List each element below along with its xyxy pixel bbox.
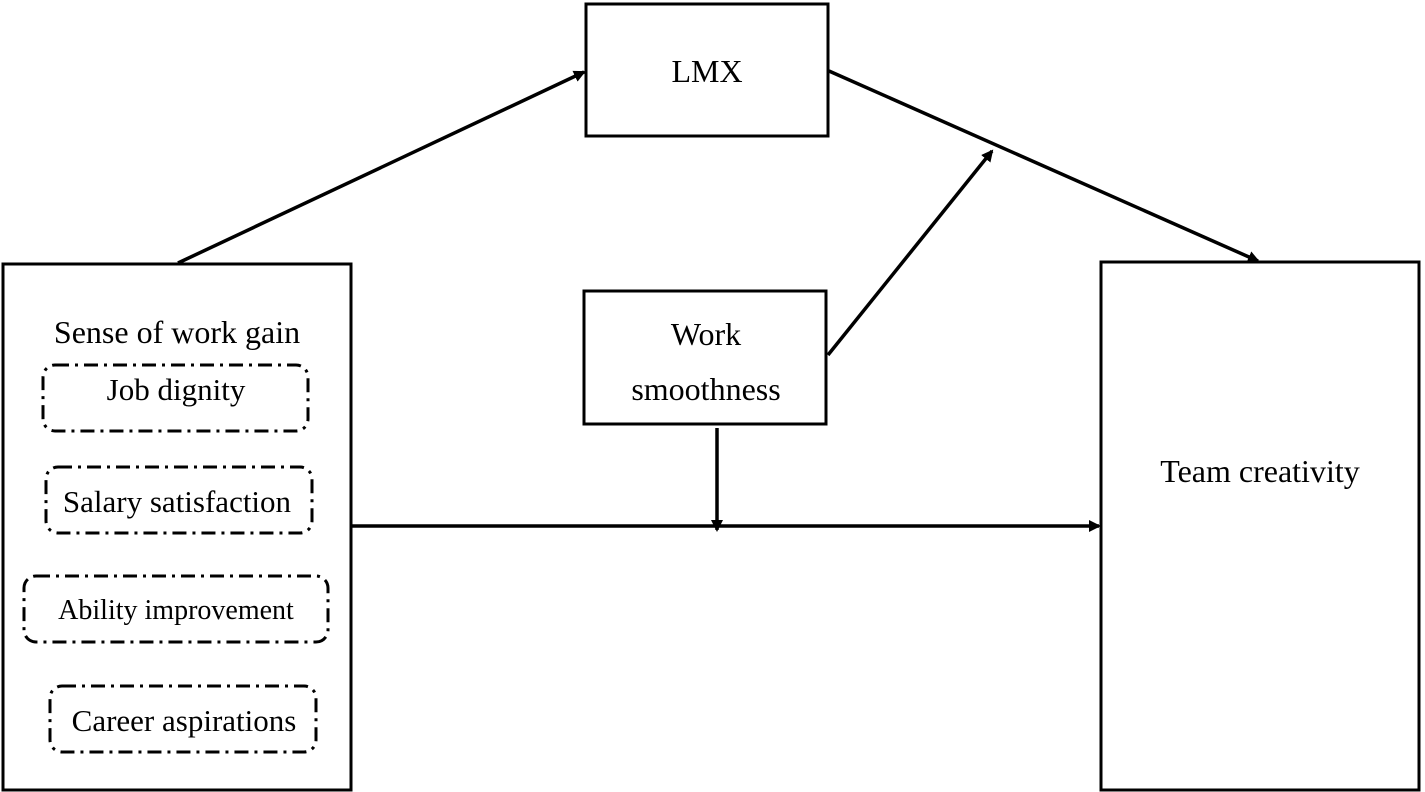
lmx-label: LMX <box>671 53 742 89</box>
dimension-label: Career aspirations <box>72 703 297 738</box>
dimension-ability-improvement: Ability improvement <box>22 574 330 644</box>
dimension-label: Salary satisfaction <box>63 484 292 519</box>
lmx-node: LMX <box>584 2 830 138</box>
dimension-box <box>41 363 310 433</box>
team-creativity-label: Team creativity <box>1160 453 1359 489</box>
sense-of-work-gain-node: Sense of work gain Job dignity Salary sa… <box>1 262 353 792</box>
dimension-job-dignity: Job dignity <box>41 363 310 433</box>
sense-of-work-gain-label: Sense of work gain <box>54 314 300 350</box>
team-creativity-box <box>1099 260 1421 792</box>
dimension-career-aspirations: Career aspirations <box>48 684 318 754</box>
dimension-box <box>44 465 314 535</box>
work-smoothness-label-line1: Work <box>671 316 741 352</box>
work-smoothness-box <box>582 289 828 426</box>
arrow-work-gain-to-lmx <box>177 70 586 265</box>
arrow-lmx-to-team-creativity <box>828 69 1260 263</box>
lmx-box <box>584 2 830 138</box>
work-smoothness-label-line2: smoothness <box>631 371 780 407</box>
work-smoothness-node: Work smoothness <box>582 289 828 426</box>
dimension-box <box>48 684 318 754</box>
dimension-label: Ability improvement <box>58 595 294 626</box>
dimension-label: Job dignity <box>107 372 246 407</box>
team-creativity-node: Team creativity <box>1099 260 1421 792</box>
dimension-salary-satisfaction: Salary satisfaction <box>44 465 314 535</box>
dimension-box <box>22 574 330 644</box>
arrow-work-smoothness-moderates-lmx-path <box>826 149 994 357</box>
sense-of-work-gain-box <box>1 262 353 792</box>
